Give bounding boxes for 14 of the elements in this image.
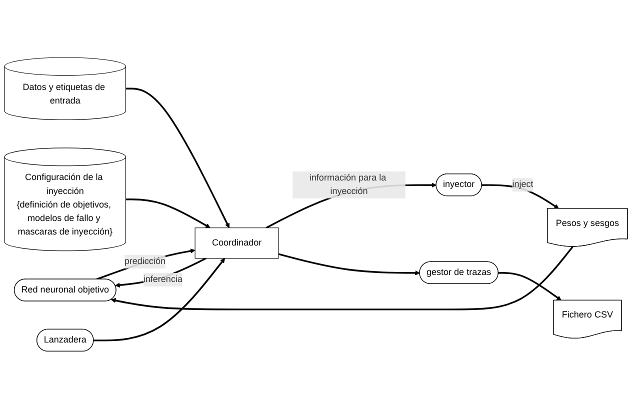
edge-label: inject bbox=[512, 180, 534, 190]
arrow bbox=[278, 253, 420, 276]
arrow bbox=[96, 248, 196, 280]
edge-label: inferencia bbox=[143, 274, 182, 284]
arrow bbox=[498, 272, 562, 301]
arrow bbox=[110, 246, 574, 310]
edge-label: predicción bbox=[124, 256, 166, 266]
node-box: Coordinador bbox=[194, 228, 279, 259]
arrow bbox=[94, 258, 226, 342]
arrow bbox=[126, 198, 210, 228]
arrow bbox=[126, 88, 230, 228]
arrow bbox=[114, 258, 206, 288]
arrow bbox=[482, 184, 560, 210]
edge-label: información para la inyección bbox=[309, 173, 386, 196]
